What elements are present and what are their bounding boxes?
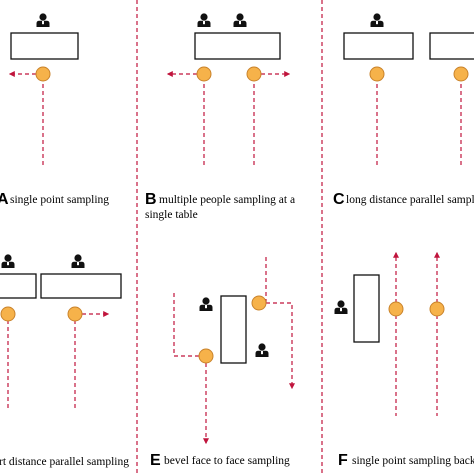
caption-line: single table: [145, 209, 198, 221]
table-rectangle: [353, 274, 380, 343]
panel-letter: F: [338, 452, 348, 469]
sampling-point-icon: [0, 306, 16, 322]
panel-letter: A: [0, 191, 9, 208]
caption-line: bevel face to face sampling: [164, 455, 290, 467]
panel-c: [343, 13, 474, 165]
table-rectangle: [220, 295, 247, 364]
person-icon: [334, 300, 348, 314]
panel-letter: C: [333, 191, 345, 208]
caption-c: C long distance parallel sampling: [333, 191, 474, 208]
person-icon: [255, 343, 269, 357]
panel-letter: E: [150, 452, 161, 469]
sampling-point-icon: [196, 66, 212, 82]
table-rectangle: [343, 32, 414, 60]
person-icon: [199, 297, 213, 311]
caption-line: single point sampling: [10, 194, 109, 206]
caption-d: rt distance parallel sampling: [0, 456, 129, 468]
table-rectangle: [194, 32, 281, 60]
sampling-point-icon: [246, 66, 262, 82]
person-icon: [233, 13, 247, 27]
table-rectangle: [0, 273, 37, 299]
caption-a: A single point sampling: [0, 191, 109, 208]
panel-d: [0, 254, 122, 408]
panel-a: [8, 13, 79, 165]
sampling-point-icon: [429, 301, 445, 317]
caption-line: rt distance parallel sampling: [0, 456, 129, 468]
sampling-point-icon: [369, 66, 385, 82]
sampling-direction-arrow: [266, 302, 295, 390]
sampling-point-icon: [67, 306, 83, 322]
panel-b: [166, 13, 291, 165]
table-rectangle: [40, 273, 122, 299]
panel-f: [334, 251, 445, 416]
caption-e: E bevel face to face sampling: [150, 452, 290, 469]
caption-line: single point sampling back to: [352, 455, 474, 467]
caption-f: F single point sampling back to: [338, 452, 474, 469]
person-icon: [71, 254, 85, 268]
person-icon: [197, 13, 211, 27]
caption-line: long distance parallel sampling: [346, 194, 474, 206]
table-rectangle: [10, 32, 79, 60]
sampling-point-icon: [388, 301, 404, 317]
panel-letter: B: [145, 191, 157, 208]
panel-e: [173, 257, 295, 445]
person-icon: [36, 13, 50, 27]
person-icon: [370, 13, 384, 27]
person-icon: [1, 254, 15, 268]
sampling-path: [173, 291, 199, 357]
sampling-point-icon: [35, 66, 51, 82]
sampling-point-icon: [251, 295, 267, 311]
caption-line: multiple people sampling at a: [159, 194, 295, 206]
table-rectangle: [429, 32, 474, 60]
sampling-point-icon: [198, 348, 214, 364]
sampling-point-icon: [453, 66, 469, 82]
caption-b: B multiple people sampling at a single t…: [145, 191, 295, 221]
